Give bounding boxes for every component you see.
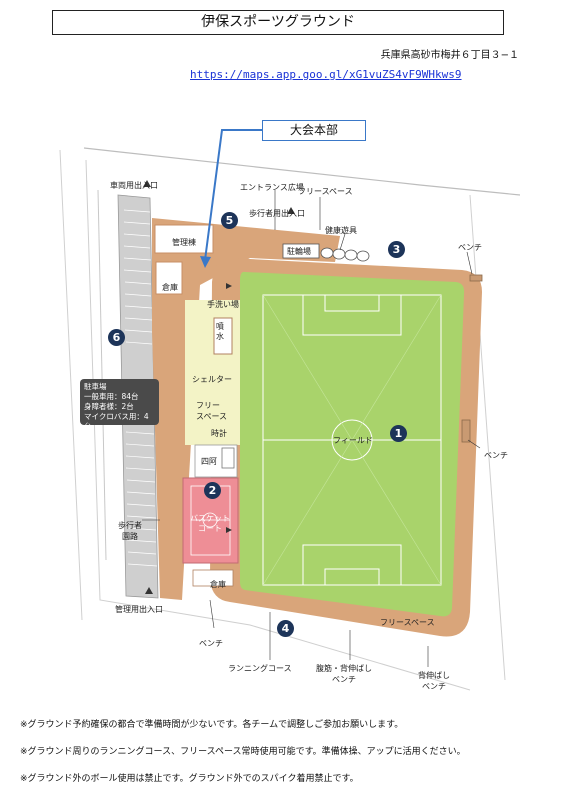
pedestrian-entrance-top-label: 歩行者用出入口 bbox=[249, 209, 305, 218]
address: 兵庫県高砂市梅井６丁目３−１ bbox=[380, 50, 519, 61]
restroom-label: 手洗い場 bbox=[207, 300, 239, 309]
marker-6: 6 bbox=[108, 329, 125, 346]
marker-4: 4 bbox=[277, 620, 294, 637]
parking-info-accessible: 身障者様：2台 bbox=[84, 402, 134, 411]
marker-5: 5 bbox=[221, 212, 238, 229]
running-course-label: ランニングコース bbox=[228, 664, 292, 673]
basketball-court-label: バスケット コート bbox=[190, 514, 230, 533]
storage-top-label: 倉庫 bbox=[162, 283, 178, 292]
notes: ※グラウンド予約確保の都合で準備時間が少ないです。各チームで調整しご参加お願いし… bbox=[20, 720, 466, 801]
free-space-top-label: フリースペース bbox=[298, 187, 353, 196]
clock-label: 時計 bbox=[211, 429, 227, 438]
vehicle-entrance-label: 車両用出入口 bbox=[110, 181, 158, 190]
site-map bbox=[59, 129, 521, 691]
parking-info-microbus: マイクロバス用：4台 bbox=[84, 412, 149, 431]
map-link[interactable]: https://maps.app.goo.gl/xG1vuZS4vF9WHkws… bbox=[190, 68, 462, 81]
marker-2: 2 bbox=[204, 482, 221, 499]
note-1: ※グラウンド予約確保の都合で準備時間が少ないです。各チームで調整しご参加お願いし… bbox=[20, 720, 404, 730]
bench-right-label: ベンチ bbox=[484, 451, 508, 460]
bicycle-parking-label: 駐輪場 bbox=[287, 247, 311, 256]
page-title: 伊保スポーツグラウンド bbox=[52, 10, 504, 35]
stretch-bench-label: 腹筋・背伸ばし ベンチ bbox=[316, 664, 372, 684]
shelter-label: シェルター bbox=[192, 375, 232, 384]
note-2: ※グラウンド周りのランニングコース、フリースペース常時使用可能です。準備体操、ア… bbox=[20, 747, 466, 757]
bench-bottom-label: ベンチ bbox=[199, 639, 223, 648]
admin-building-label: 管理棟 bbox=[172, 238, 196, 247]
hq-callout: 大会本部 bbox=[262, 120, 366, 141]
parking-info-box: 駐車場 一般車用：84台 身障者様：2台 マイクロバス用：4台 bbox=[80, 379, 159, 431]
free-space-left-label: フリー スペース bbox=[196, 401, 228, 421]
bench-top-right-label: ベンチ bbox=[458, 243, 482, 252]
field-label: フィールド bbox=[333, 436, 373, 445]
parking-info-title: 駐車場 bbox=[84, 382, 107, 391]
storage-bottom-label: 倉庫 bbox=[210, 580, 226, 589]
marker-3: 3 bbox=[388, 241, 405, 258]
pedestrian-path-label: 歩行者 園路 bbox=[118, 521, 142, 541]
entrance-plaza-label: エントランス広場 bbox=[240, 183, 304, 192]
playground-label: 健康遊具 bbox=[325, 226, 357, 235]
free-space-bottom-label: フリースペース bbox=[380, 618, 435, 627]
parking-info-general: 一般車用：84台 bbox=[84, 392, 139, 401]
fountain-label: 噴水 bbox=[216, 322, 224, 341]
management-entrance-label: 管理用出入口 bbox=[115, 605, 163, 614]
marker-1: 1 bbox=[390, 425, 407, 442]
arbor-label: 四阿 bbox=[201, 457, 217, 466]
back-stretch-bench-label: 背伸ばし ベンチ bbox=[418, 671, 450, 691]
note-3: ※グラウンド外のボール使用は禁止です。グラウンド外でのスパイク着用禁止です。 bbox=[20, 774, 359, 784]
